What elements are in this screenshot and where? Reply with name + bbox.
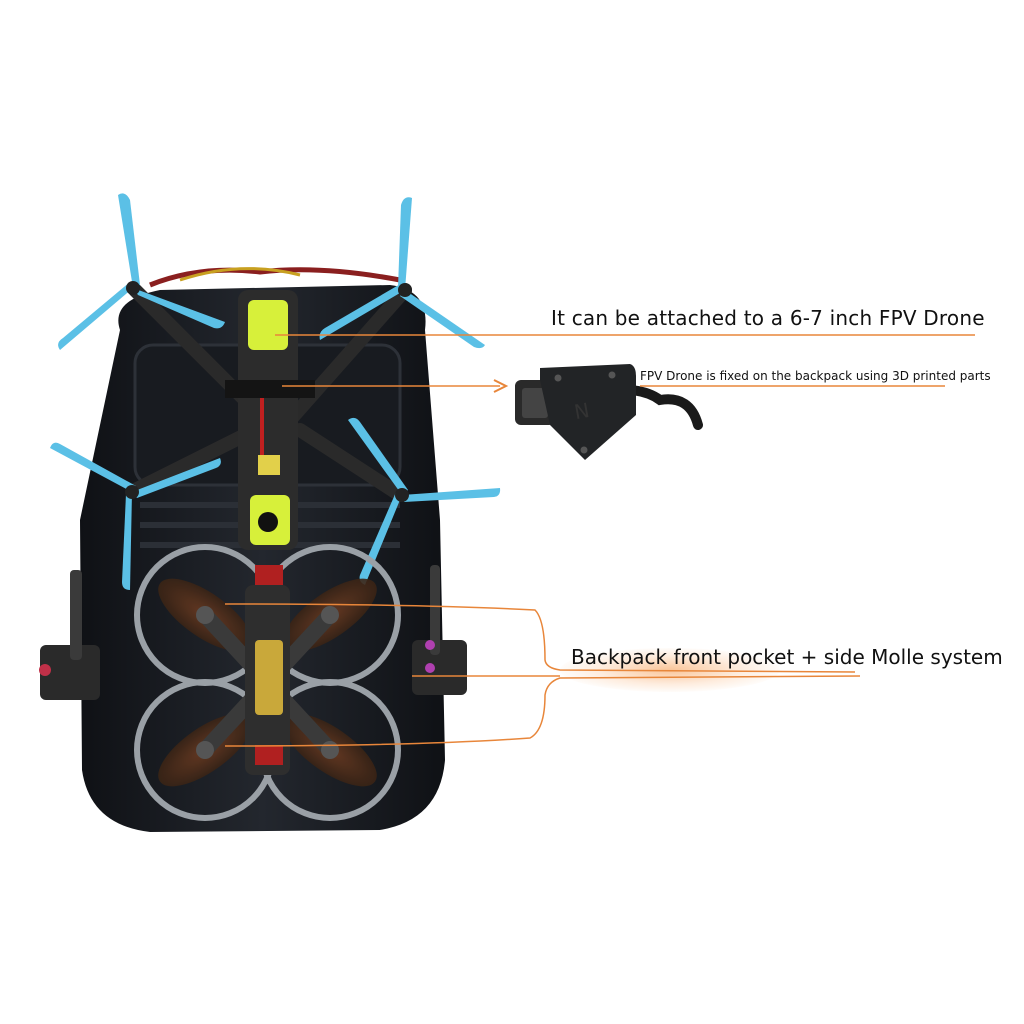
- side-molle-left: [39, 570, 100, 700]
- callout-molle-system: Backpack front pocket + side Molle syste…: [571, 645, 1003, 669]
- propeller-bottom-left: [50, 442, 221, 590]
- 3d-printed-mount: N: [515, 364, 703, 460]
- propeller-top-right: [319, 197, 485, 349]
- propeller-top-left: [58, 193, 225, 350]
- side-molle-right: [412, 565, 467, 695]
- fpv-drone-7inch: [50, 193, 501, 590]
- svg-text:N: N: [572, 398, 591, 424]
- leader-line-molle-upper: [224, 603, 856, 673]
- leader-line-molle-lower: [224, 675, 861, 747]
- leader-lines: [224, 334, 975, 747]
- callout-attach-drone: It can be attached to a 6-7 inch FPV Dro…: [551, 306, 985, 330]
- leader-arrowhead: [493, 379, 509, 393]
- cinewhoop-drone: [134, 544, 401, 821]
- callout-3d-printed-mount: FPV Drone is fixed on the backpack using…: [640, 369, 991, 383]
